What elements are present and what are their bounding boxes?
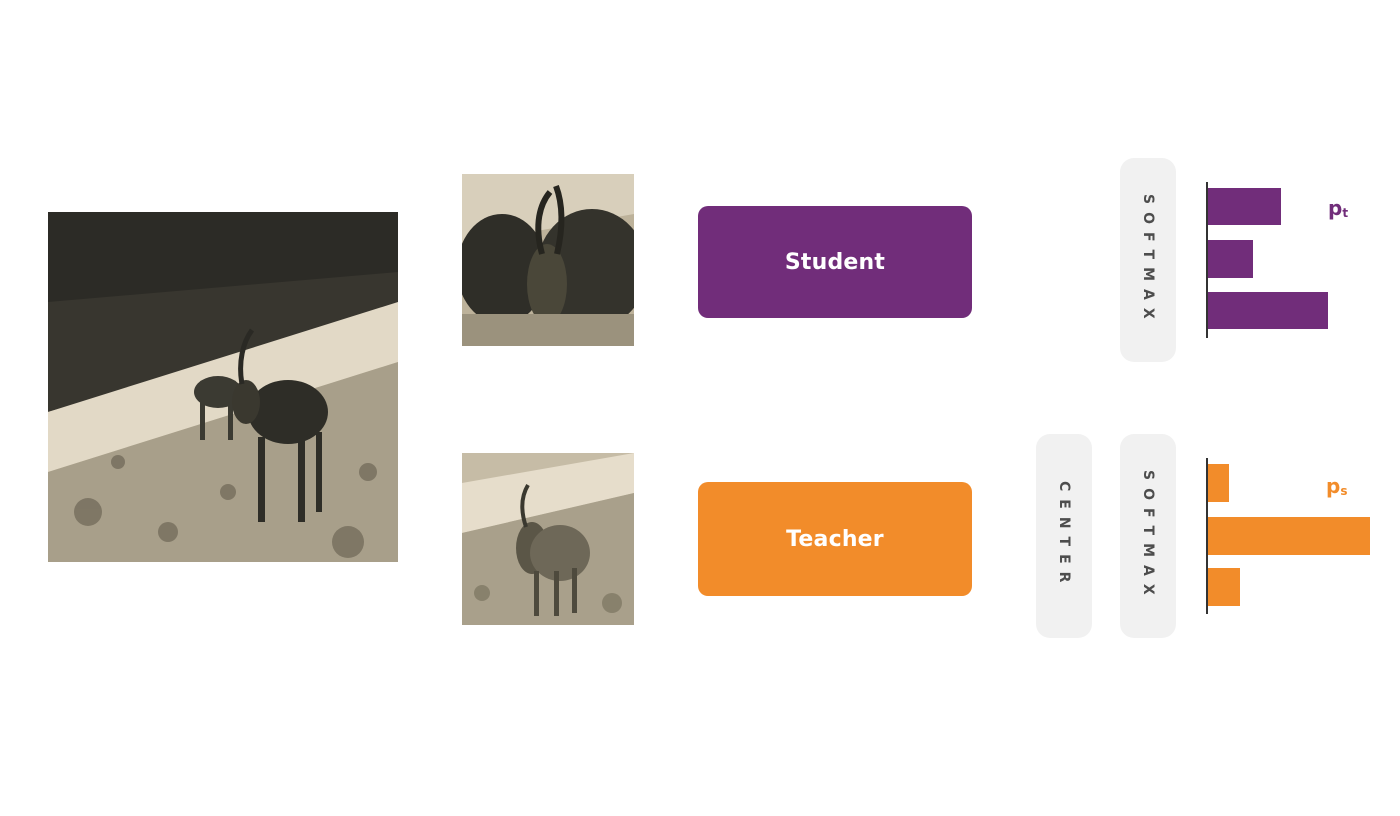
- teacher-prob-label: ps: [1326, 474, 1348, 498]
- student-prob-bar-1: [1208, 188, 1281, 225]
- teacher-center-block: CENTER: [1036, 434, 1092, 638]
- teacher-label: Teacher: [786, 526, 884, 552]
- original-image: [48, 212, 398, 562]
- teacher-prob-bar-1: [1208, 464, 1229, 502]
- teacher-network-box: Teacher: [698, 482, 972, 596]
- student-softmax-block: SOFTMAX: [1120, 158, 1176, 362]
- teacher-center-label: CENTER: [1056, 481, 1072, 591]
- student-distribution-axis: [1206, 182, 1208, 338]
- teacher-distribution-axis: [1206, 458, 1208, 614]
- student-prob-label: pt: [1328, 196, 1349, 220]
- teacher-prob-bar-3: [1208, 568, 1240, 606]
- student-network-box: Student: [698, 206, 972, 318]
- teacher-softmax-block: SOFTMAX: [1120, 434, 1176, 638]
- student-label: Student: [784, 249, 886, 275]
- student-prob-bar-3: [1208, 292, 1328, 329]
- student-softmax-label: SOFTMAX: [1140, 193, 1156, 327]
- teacher-prob-bar-2: [1208, 517, 1370, 555]
- student-prob-bar-2: [1208, 240, 1253, 278]
- teacher-crop-image: [462, 453, 634, 625]
- teacher-softmax-label: SOFTMAX: [1140, 469, 1156, 603]
- student-crop-image: [462, 174, 634, 346]
